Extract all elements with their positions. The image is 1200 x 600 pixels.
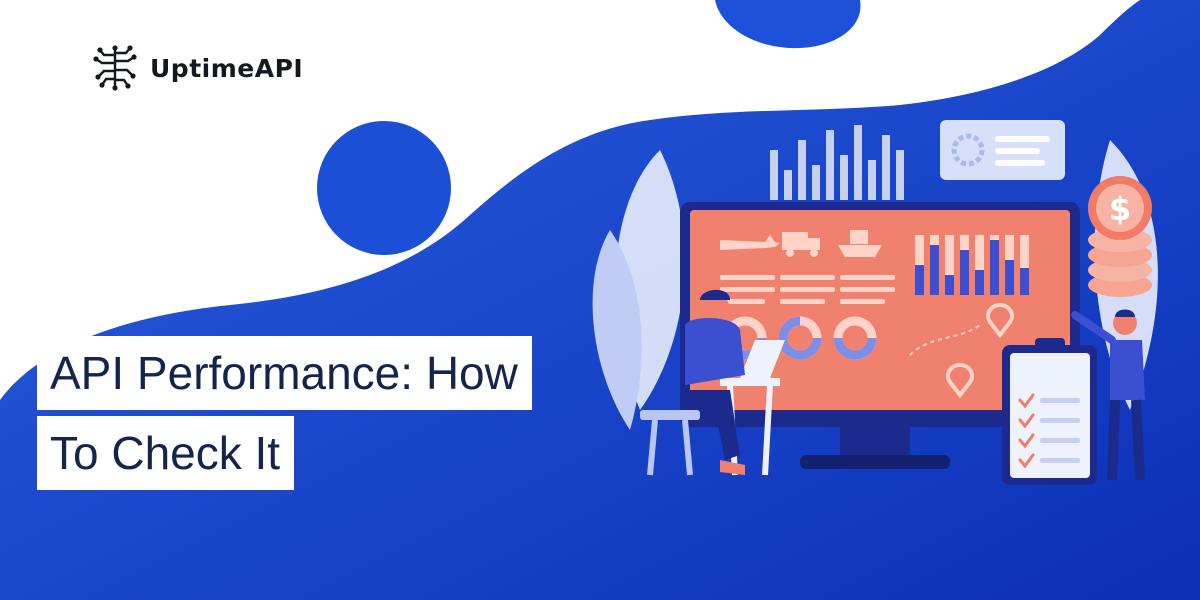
settings-card	[940, 120, 1065, 180]
brand-logo[interactable]: UptimeAPI	[90, 38, 303, 98]
headline-line-2: To Check It	[37, 416, 295, 490]
circuit-brain-icon	[93, 45, 137, 91]
transport-icons	[720, 230, 882, 257]
analytics-illustration: $	[592, 120, 1158, 485]
airplane-icon	[720, 235, 780, 250]
ship-icon	[838, 245, 882, 257]
coin-stack: $	[1088, 176, 1152, 297]
headline-line-1: API Performance: How	[37, 336, 532, 410]
person-at-laptop	[640, 289, 785, 476]
monitor	[680, 202, 1080, 469]
person-standing	[1071, 309, 1145, 481]
truck-icon	[782, 232, 808, 250]
floating-circle	[317, 121, 451, 255]
brand-name: UptimeAPI	[150, 53, 304, 83]
gear-icon	[951, 133, 985, 167]
dollar-icon: $	[1109, 190, 1131, 228]
screen-bar-chart	[915, 235, 1029, 295]
map-pin-icons	[909, 302, 1014, 399]
stool	[640, 410, 700, 420]
top-blob-shape	[715, 0, 861, 49]
laptop-icon	[740, 340, 785, 378]
background-bar-chart	[770, 125, 904, 200]
clipboard	[1002, 338, 1097, 485]
